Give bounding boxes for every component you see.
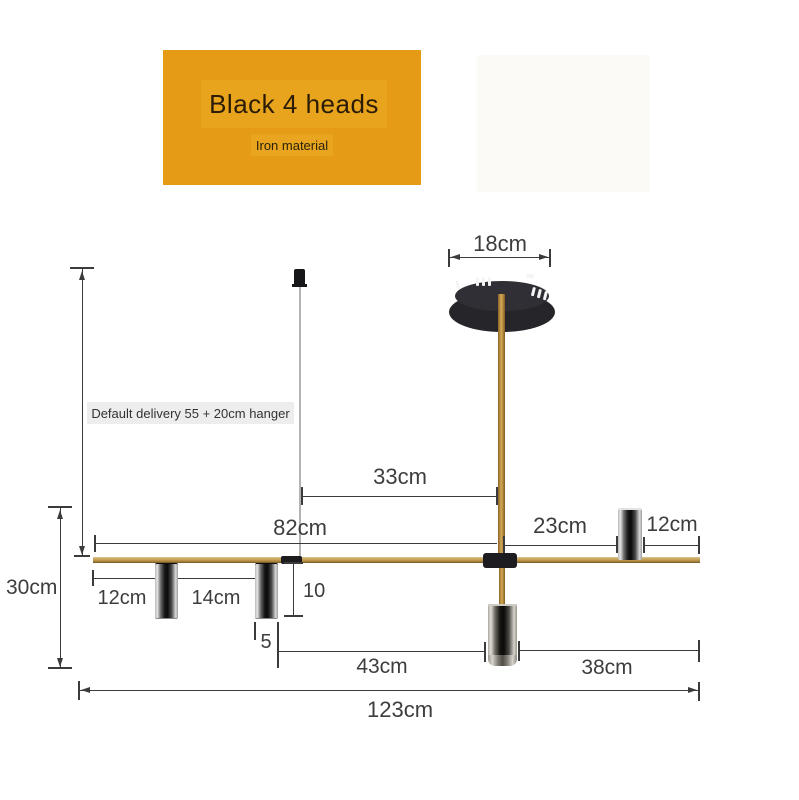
dim-tick <box>518 641 520 661</box>
dim-tick <box>94 535 96 552</box>
arrow-left-icon <box>451 254 460 260</box>
arrow-left-icon <box>81 687 90 693</box>
cable-bar-sleeve <box>281 556 302 564</box>
cable-anchor-flange <box>292 284 307 287</box>
dim-canopy-diameter-label: 18cm <box>473 231 527 256</box>
dim-rod-to-uplight-label: 23cm <box>533 513 587 538</box>
cable-anchor <box>294 269 305 286</box>
dim-spot1-to-spot2-line <box>178 578 255 579</box>
arrow-down-icon <box>79 546 85 555</box>
arrow-up-icon <box>57 510 63 519</box>
dim-left-to-pendant-label: 43cm <box>356 655 408 678</box>
material-label: Iron material <box>255 137 329 153</box>
material-badge: Iron material <box>251 134 333 156</box>
dim-uplight-to-end-label: 12cm <box>646 513 698 536</box>
spotlight-1 <box>155 563 178 619</box>
dim-tick <box>448 249 450 267</box>
dim-total-label: 123cm <box>367 697 434 722</box>
delivery-note-text: Default delivery 55 + 20cm hanger <box>91 405 290 421</box>
steel-cable <box>299 287 301 557</box>
dim-tick <box>48 667 72 669</box>
dim-end-to-spot1-label: 12cm <box>97 587 147 609</box>
dim-cable-to-rod-line <box>302 496 497 497</box>
dim-left-to-rod-label: 82cm <box>273 515 327 540</box>
dim-tick <box>698 536 700 554</box>
dim-tick <box>698 682 700 701</box>
dim-tick <box>549 249 551 267</box>
product-title: Black 4 heads <box>209 88 379 119</box>
dim-tick <box>698 640 700 662</box>
hanging-rod <box>498 294 505 557</box>
dim-left-to-rod-line <box>95 543 497 544</box>
pendant-light <box>488 604 517 657</box>
dim-tick <box>254 622 256 640</box>
dim-canopy-line <box>450 257 549 258</box>
dim-rod-to-uplight-line <box>503 545 617 546</box>
dim-tick <box>284 615 303 617</box>
dim-total-line <box>79 690 699 691</box>
arrow-up-icon <box>79 271 85 280</box>
dim-tick <box>284 562 303 564</box>
dim-tick <box>78 681 80 700</box>
dim-drop-label: 30cm <box>6 576 58 599</box>
delivery-note: Default delivery 55 + 20cm hanger <box>87 402 294 424</box>
arrow-right-icon <box>539 254 548 260</box>
dim-pendant-to-end-label: 38cm <box>581 656 633 679</box>
spotlight-2 <box>255 563 278 619</box>
uplight-spot <box>618 508 642 560</box>
arrow-down-icon <box>57 658 63 667</box>
pendant-diffuser <box>488 655 517 666</box>
dim-spot-height-label: 10 <box>303 580 326 602</box>
dim-tick <box>496 487 498 505</box>
dim-tick <box>616 536 618 553</box>
dim-tick <box>643 537 645 553</box>
dim-tick <box>503 536 505 553</box>
dim-tick <box>92 570 94 586</box>
main-bar <box>93 557 700 563</box>
pendant-rod <box>499 568 505 606</box>
dim-hanger-line <box>82 269 83 556</box>
dim-tick <box>484 642 486 662</box>
arrow-right-icon <box>688 687 697 693</box>
dim-tick <box>74 555 90 557</box>
dim-tick <box>277 622 279 668</box>
dim-tick <box>70 267 94 269</box>
dim-tick <box>48 506 72 508</box>
dim-pendant-to-end-line <box>519 650 699 651</box>
banner-title-box: Black 4 heads <box>201 80 387 128</box>
dim-spot-diameter-label: 5 <box>260 631 272 653</box>
background-panel <box>477 55 650 192</box>
dim-uplight-to-end-line <box>643 545 699 546</box>
dim-spot-height-line <box>293 564 294 616</box>
dim-tick <box>301 487 303 505</box>
dim-left-to-pendant-line <box>278 651 484 652</box>
dim-spot1-to-spot2-label: 14cm <box>191 587 241 609</box>
banner: Black 4 heads Iron material <box>163 50 421 185</box>
dim-drop-line <box>60 508 61 668</box>
dim-end-to-spot1-line <box>93 578 155 579</box>
center-connector <box>483 553 517 568</box>
dim-cable-to-rod-label: 33cm <box>373 464 427 489</box>
